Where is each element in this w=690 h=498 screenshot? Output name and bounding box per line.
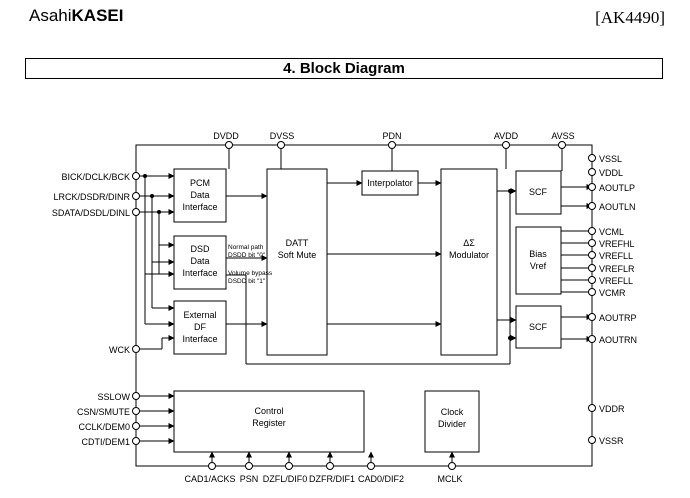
label-lrck: LRCK/DSDR/DINR [53, 192, 130, 202]
label-vcml: VCML [599, 227, 624, 237]
label-avss: AVSS [551, 131, 574, 141]
label-vssl: VSSL [599, 154, 622, 164]
label-wck: WCK [109, 345, 130, 355]
scf-upper-label: SCF [529, 187, 548, 197]
brand-name-light: Asahi [29, 6, 72, 25]
label-avdd: AVDD [494, 131, 519, 141]
modulator-label-2: Modulator [449, 250, 489, 260]
dsd-label-1: DSD [190, 244, 210, 254]
control-label-2: Register [252, 418, 286, 428]
pin-avdd [502, 141, 510, 149]
label-vddr: VDDR [599, 404, 625, 414]
label-vcmr: VCMR [599, 288, 626, 298]
volume-bypass-label: Volume bypass [228, 270, 273, 277]
bias-label-1: Bias [529, 249, 547, 259]
external-df-label-1: External [183, 310, 216, 320]
modulator-block [440, 168, 498, 356]
pin-avss [558, 141, 566, 149]
brand-name-bold: KASEI [71, 6, 124, 25]
label-cad0: CAD0/DIF2 [358, 474, 404, 484]
external-df-block [173, 300, 227, 355]
chip-outline [135, 144, 593, 467]
right-pins [588, 154, 596, 444]
dsd-label-2: Data [190, 256, 209, 266]
external-df-label-2: DF [194, 322, 206, 332]
pin-dvss [277, 141, 285, 149]
brand-logo: AsahiKASEI [29, 6, 124, 26]
dsd-label-3: Interface [182, 268, 217, 278]
label-cclk: CCLK/DEM0 [78, 422, 130, 432]
pcm-label-2: Data [190, 190, 209, 200]
normal-path-label: Normal path [228, 244, 264, 251]
pcm-label-1: PCM [190, 178, 210, 188]
pin-pdn [388, 141, 396, 149]
part-number: [AK4490] [595, 8, 665, 27]
label-bick: BICK/DCLK/BCK [61, 172, 130, 182]
label-vrefhl: VREFHL [599, 239, 635, 249]
label-cad1: CAD1/ACKS [184, 474, 235, 484]
section-title: 4. Block Diagram [25, 58, 663, 79]
label-vrefll-1: VREFLL [599, 251, 633, 261]
label-sslow: SSLOW [97, 392, 130, 402]
label-dzfr: DZFR/DIF1 [309, 474, 355, 484]
bias-block [515, 226, 562, 295]
external-df-label-3: Interface [182, 334, 217, 344]
clock-label-1: Clock [441, 407, 464, 417]
clock-label-2: Divider [438, 419, 466, 429]
label-aoutrn: AOUTRN [599, 335, 637, 345]
datt-block [266, 168, 328, 356]
label-cdti: CDTI/DEM1 [81, 437, 130, 447]
pcm-label-3: Interface [182, 202, 217, 212]
label-vreflr: VREFLR [599, 264, 635, 274]
scf-lower-label: SCF [529, 322, 548, 332]
label-pdn: PDN [382, 131, 401, 141]
label-vssr: VSSR [599, 436, 624, 446]
label-vrefll-2: VREFLL [599, 276, 633, 286]
label-psn: PSN [240, 474, 259, 484]
left-pins [132, 172, 140, 445]
label-aoutln: AOUTLN [599, 202, 636, 212]
control-label-1: Control [254, 406, 283, 416]
label-sdata: SDATA/DSDL/DINL [52, 208, 130, 218]
bias-label-2: Vref [530, 261, 547, 271]
label-dzfl: DZFL/DIF0 [263, 474, 308, 484]
label-dvdd: DVDD [213, 131, 239, 141]
label-mclk: MCLK [437, 474, 462, 484]
scf-lower-block [515, 305, 562, 349]
bottom-pins [208, 462, 456, 470]
label-dvss: DVSS [270, 131, 295, 141]
label-vddl: VDDL [599, 168, 623, 178]
label-aoutrp: AOUTRP [599, 313, 637, 323]
label-csn: CSN/SMUTE [77, 407, 130, 417]
datt-label-1: DATT [286, 238, 309, 248]
volume-bypass-bit: DSDD bit "1" [228, 278, 266, 285]
normal-path-bit: DSDD bit "0" [228, 252, 266, 259]
control-block [173, 390, 365, 453]
interpolator-label: Interpolator [367, 178, 413, 188]
label-aoutlp: AOUTLP [599, 183, 635, 193]
datt-label-2: Soft Mute [278, 250, 317, 260]
modulator-label-1: ΔΣ [463, 238, 475, 248]
pin-dvdd [225, 141, 233, 149]
